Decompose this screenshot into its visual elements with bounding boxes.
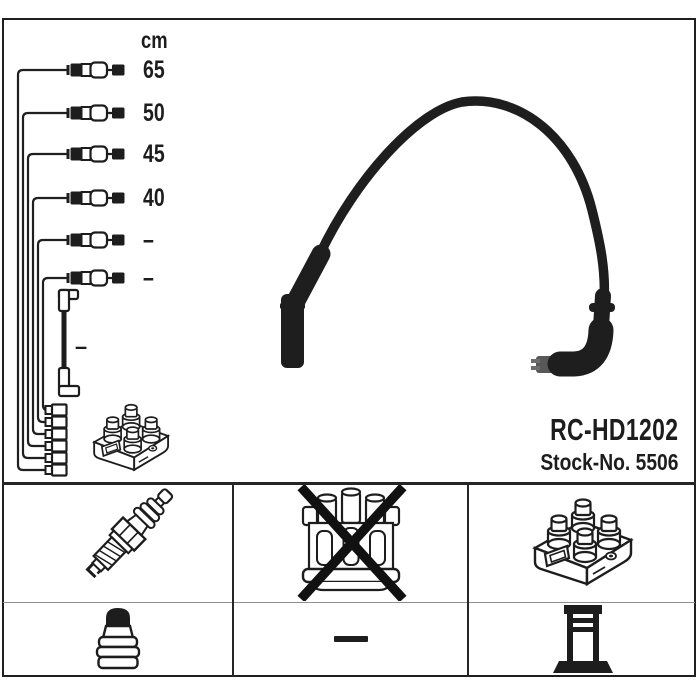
grid-row-divider (3, 601, 695, 604)
grid-cell-terminal-nut (3, 603, 232, 675)
grid-cell-dash (235, 603, 466, 675)
wire-length-diagram (16, 68, 68, 472)
dash-icon (333, 636, 368, 642)
spark-plug-icon (77, 485, 182, 585)
wire-length-label: – (143, 264, 154, 292)
wire-length-label: 40 (143, 184, 165, 212)
product-code: RC-HD1202 (549, 412, 678, 447)
coil-lead (57, 288, 81, 398)
wire-length-label: – (143, 226, 154, 254)
grid-column-divider (467, 482, 470, 677)
terminal-tab-connectors (44, 403, 68, 477)
wire-length-label: 65 (143, 56, 165, 84)
grid-cell-distributor-cap (235, 485, 466, 600)
coil-wire-length-label: – (75, 333, 88, 359)
distributor-cap-crossed-icon (290, 485, 412, 601)
ignition-coil-small (94, 405, 168, 470)
wire-length-label: 50 (143, 99, 165, 127)
wire-length-label: 45 (143, 140, 165, 168)
coil-terminal-icon (553, 605, 613, 673)
grid-cell-ignition-coil (470, 485, 696, 600)
main-ignition-lead (280, 96, 615, 377)
frame-border (2, 18, 696, 677)
grid-cell-spark-plug (3, 485, 232, 600)
grid-cell-coil-terminal (470, 603, 696, 675)
plug-terminal-icon (95, 606, 140, 670)
grid-column-divider (232, 482, 235, 677)
ignition-coil-icon (525, 490, 641, 596)
inline-connector-row (65, 61, 126, 287)
unit-label: cm (141, 27, 168, 53)
stock-number: Stock-No. 5506 (539, 449, 678, 475)
grid-top-line (2, 482, 696, 485)
